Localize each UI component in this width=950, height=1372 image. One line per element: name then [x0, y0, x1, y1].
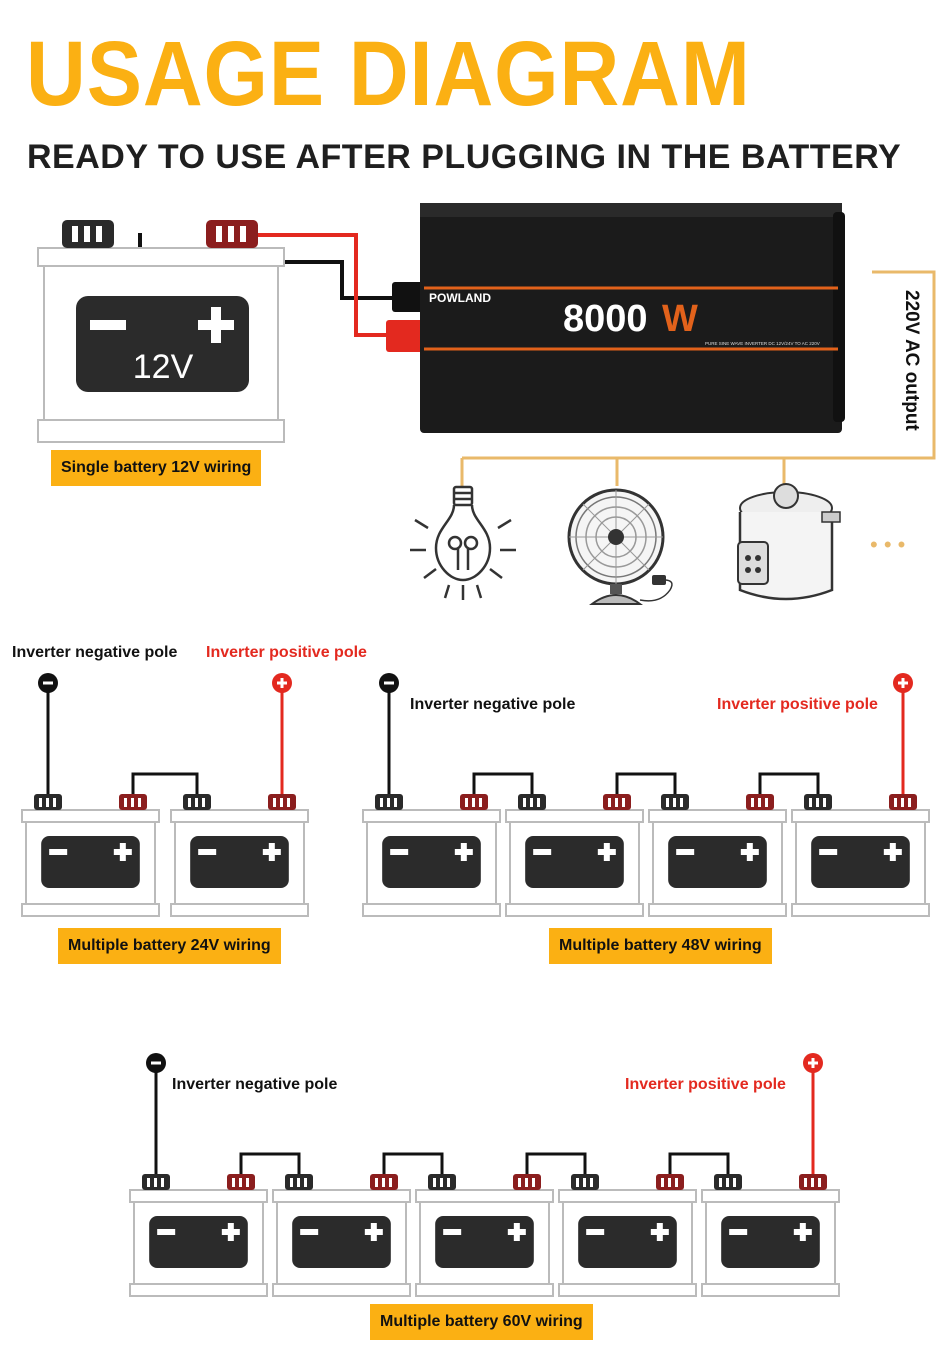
negative-pole-label-48v: Inverter negative pole: [410, 696, 576, 713]
battery-2: [170, 809, 309, 917]
minus-icon: [300, 1229, 319, 1235]
series-link-wire: [239, 1152, 301, 1174]
negative-terminal: [661, 794, 689, 810]
negative-pole-icon: [38, 673, 58, 693]
wiring-24v-diagram: [21, 673, 309, 917]
negative-terminal: [285, 1174, 313, 1190]
positive-terminal: [746, 794, 774, 810]
positive-terminal: [227, 1174, 255, 1190]
minus-icon: [90, 320, 126, 330]
series-link-wire: [472, 772, 534, 794]
positive-pole-label-24v: Inverter positive pole: [206, 644, 367, 661]
positive-wire: [256, 233, 392, 337]
battery-48v-caption: Multiple battery 48V wiring: [549, 928, 772, 964]
negative-pole-label-24v: Inverter negative pole: [12, 644, 178, 661]
battery-12v: 12V: [37, 220, 285, 443]
positive-terminal: [603, 794, 631, 810]
ac-output-label: 220V AC output: [901, 290, 922, 431]
negative-terminal: [714, 1174, 742, 1190]
series-link-wire: [615, 772, 677, 794]
negative-pole-icon: [146, 1053, 166, 1073]
negative-terminal: [571, 1174, 599, 1190]
battery-1: [21, 809, 160, 917]
ac-output-line: [462, 270, 936, 460]
negative-terminal: [183, 794, 211, 810]
single-wiring-diagram: 12V POWLAND 8000 W PURE SINE WAVE INVERT…: [37, 203, 936, 605]
minus-icon: [49, 849, 68, 855]
series-link-wire: [131, 772, 199, 794]
battery-2: [505, 809, 644, 917]
negative-terminal: [428, 1174, 456, 1190]
minus-icon: [729, 1229, 748, 1235]
inverter-power-number: 8000: [563, 298, 648, 340]
minus-icon: [819, 849, 838, 855]
minus-icon: [443, 1229, 462, 1235]
page-subtitle: READY TO USE AFTER PLUGGING IN THE BATTE…: [27, 138, 902, 176]
inverter-small-text: PURE SINE WAVE INVERTER DC 12V/24V TO AC…: [705, 341, 820, 346]
minus-icon: [390, 849, 409, 855]
battery-voltage: 12V: [133, 348, 194, 386]
battery-2: [272, 1189, 411, 1297]
positive-pole-icon: [272, 673, 292, 693]
positive-terminal: [370, 1174, 398, 1190]
battery-1: [362, 809, 501, 917]
battery-5: [701, 1189, 840, 1297]
battery-4: [791, 809, 930, 917]
positive-terminal: [656, 1174, 684, 1190]
light-bulb-icon: [410, 485, 516, 600]
negative-terminal: [804, 794, 832, 810]
inverter-power-unit: W: [662, 298, 698, 340]
negative-pole-icon: [379, 673, 399, 693]
positive-terminal: [513, 1174, 541, 1190]
positive-pole-label-60v: Inverter positive pole: [625, 1076, 786, 1093]
battery-1: [129, 1189, 268, 1297]
minus-icon: [586, 1229, 605, 1235]
battery-60v-caption: Multiple battery 60V wiring: [370, 1304, 593, 1340]
series-link-wire: [758, 772, 820, 794]
negative-terminal: [142, 1174, 170, 1190]
minus-icon: [533, 849, 552, 855]
positive-terminal: [460, 794, 488, 810]
positive-pole-icon: [893, 673, 913, 693]
inverter-brand: POWLAND: [429, 291, 491, 305]
positive-terminal: [268, 794, 296, 810]
battery-4: [558, 1189, 697, 1297]
series-link-wire: [525, 1152, 587, 1174]
positive-terminal: [119, 794, 147, 810]
negative-terminal: [518, 794, 546, 810]
battery-3: [648, 809, 787, 917]
series-link-wire: [382, 1152, 444, 1174]
minus-icon: [676, 849, 695, 855]
fan-icon: [567, 488, 673, 605]
battery-3: [415, 1189, 554, 1297]
battery-24v-caption: Multiple battery 24V wiring: [58, 928, 281, 964]
wiring-60v-diagram: [129, 1053, 840, 1297]
negative-terminal: [375, 794, 403, 810]
positive-terminal: [799, 1174, 827, 1190]
negative-terminal: [34, 794, 62, 810]
inverter: POWLAND 8000 W PURE SINE WAVE INVERTER D…: [386, 203, 845, 433]
positive-pole-icon: [803, 1053, 823, 1073]
single-battery-caption: Single battery 12V wiring: [51, 450, 262, 486]
negative-pole-label-60v: Inverter negative pole: [172, 1076, 338, 1093]
inverter-positive-input: [386, 320, 426, 352]
page-title: USAGE DIAGRAM: [26, 23, 751, 125]
more-appliances: • • •: [870, 532, 905, 557]
minus-icon: [198, 849, 217, 855]
series-link-wire: [668, 1152, 730, 1174]
inverter-negative-input: [392, 282, 426, 312]
wiring-48v-diagram: [362, 673, 930, 917]
minus-icon: [157, 1229, 176, 1235]
positive-terminal: [889, 794, 917, 810]
pressure-cooker-icon: [737, 483, 841, 601]
positive-pole-label-48v: Inverter positive pole: [717, 696, 878, 713]
